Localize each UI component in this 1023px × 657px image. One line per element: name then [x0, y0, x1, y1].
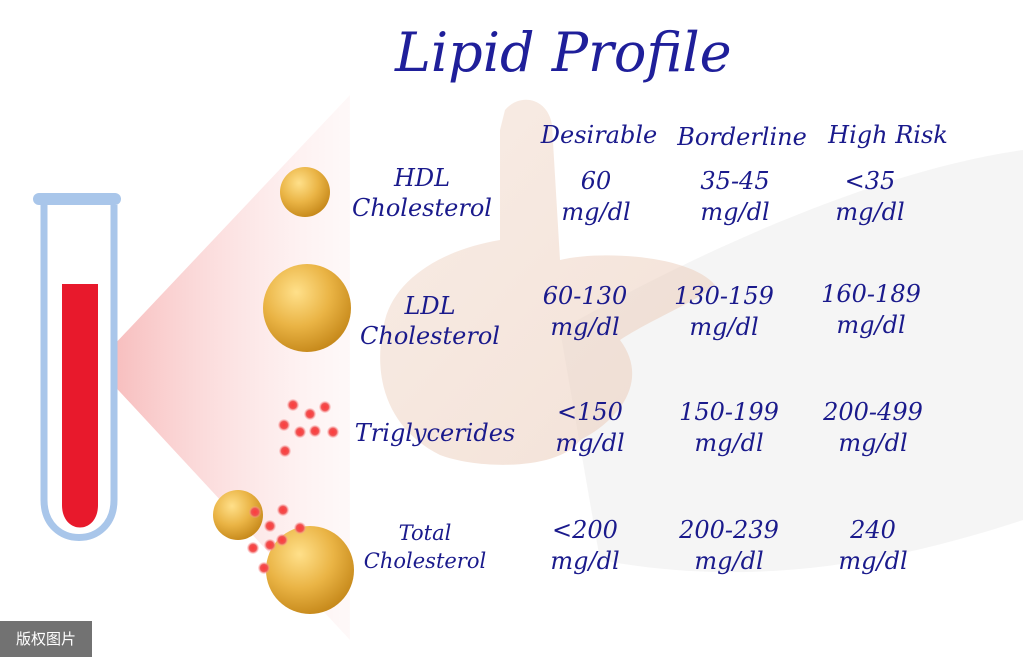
- row-label-hdl: HDL Cholesterol: [352, 164, 492, 222]
- triglyceride-dots: [278, 399, 339, 457]
- total-particle-large: [266, 526, 354, 614]
- hand-shape: [380, 99, 715, 465]
- column-header-borderline: Borderline: [677, 123, 807, 151]
- tube-cap: [33, 193, 121, 205]
- total-particle-small: [213, 490, 263, 540]
- column-header-desirable: Desirable: [540, 121, 658, 149]
- sleeve-shape: [560, 150, 1023, 573]
- ldl-particle: [263, 264, 351, 352]
- row-label-total-cholesterol: Total Cholesterol: [363, 521, 487, 573]
- row-label-ldl: LDL Cholesterol: [360, 292, 500, 350]
- blood-sample: [62, 284, 98, 528]
- copyright-watermark: 版权图片: [0, 621, 92, 657]
- hdl-particle: [280, 167, 330, 217]
- highlight-cone: [95, 95, 350, 640]
- total-dots: [247, 504, 306, 574]
- column-header-high-risk: High Risk: [828, 121, 948, 149]
- page-title: Lipid Profile: [395, 21, 732, 84]
- row-label-triglycerides: Triglycerides: [354, 419, 516, 447]
